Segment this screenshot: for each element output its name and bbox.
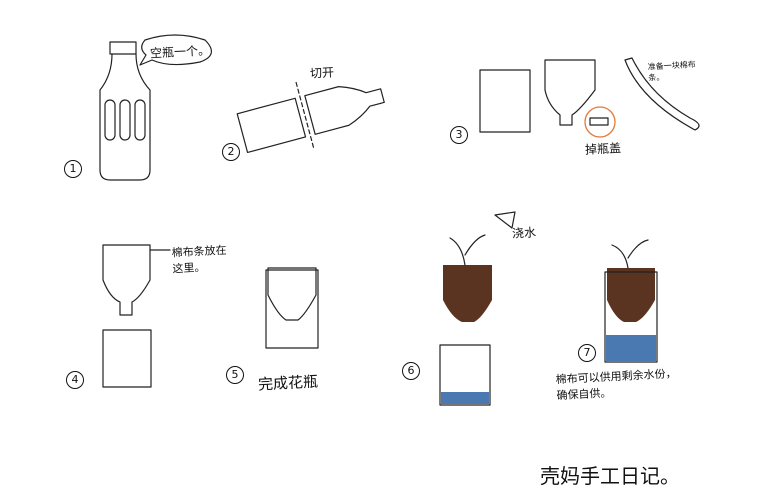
step-5-number: 5 [226, 366, 244, 384]
signature: 壳妈手工日记。 [540, 464, 680, 488]
bottle-cap-circle [584, 106, 616, 138]
step-1-note: 空瓶一个。 [149, 43, 211, 61]
step-6-number: 6 [402, 362, 420, 380]
step-1-number: 1 [64, 160, 82, 178]
bottle-step-7 [604, 239, 658, 363]
step-4-number: 4 [66, 371, 84, 389]
step-2-number: 2 [222, 143, 240, 161]
speech-bubble [139, 34, 212, 66]
bottle-step-3 [479, 57, 700, 138]
step-7-note: 棉布可以供用剩余水份，确保自供。 [555, 366, 677, 403]
bottle-step-2 [236, 81, 385, 154]
step-6-note: 浇水 [511, 225, 537, 241]
bottle-step-1 [99, 41, 151, 181]
step-5-note: 完成花瓶 [257, 372, 319, 394]
step-2-note: 切开 [309, 65, 335, 81]
step-3-number: 3 [450, 126, 468, 144]
step-3-note: 准备一块棉布条。 [647, 60, 696, 83]
bottle-step-5 [265, 267, 319, 349]
step-7-number: 7 [578, 344, 596, 362]
bottle-step-6 [439, 211, 516, 406]
step-3-cap-note: 掉瓶盖 [584, 141, 622, 157]
bottle-step-4 [102, 244, 171, 388]
step-4-note: 棉布条放在这里。 [171, 243, 227, 276]
